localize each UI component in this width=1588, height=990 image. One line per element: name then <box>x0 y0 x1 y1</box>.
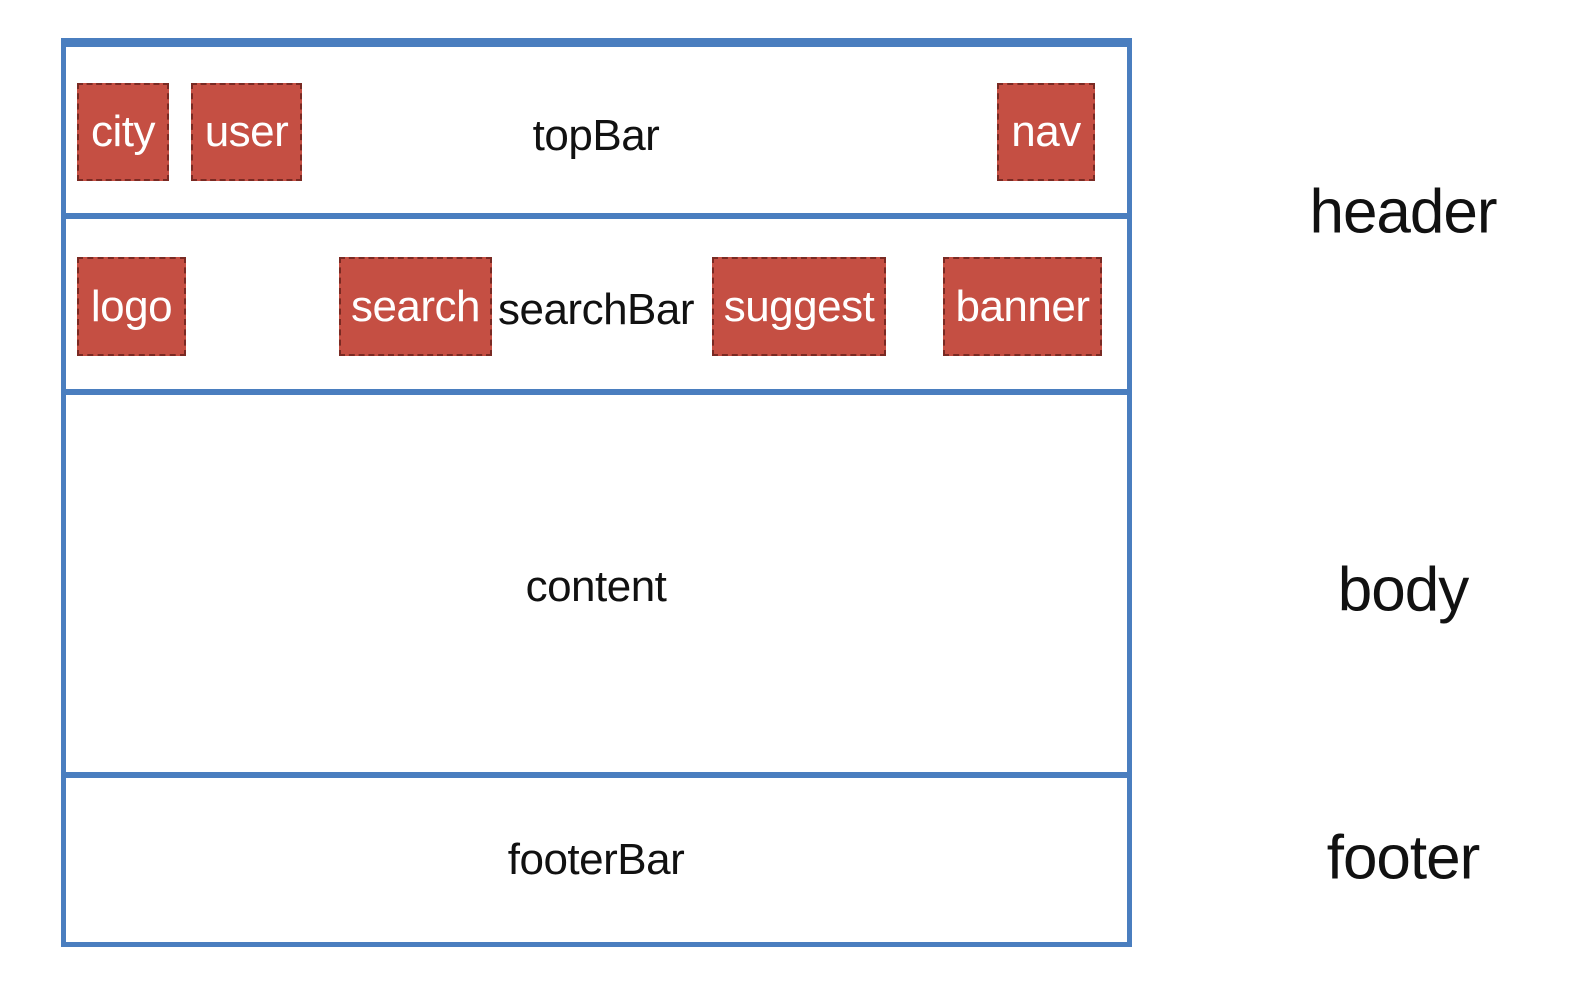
topbar-label: topBar <box>532 111 660 160</box>
layout-frame <box>61 38 1132 947</box>
divider-topbar-searchbar <box>61 213 1132 219</box>
searchbar-label: searchBar <box>497 285 695 334</box>
divider-searchbar-content <box>61 389 1132 395</box>
search-chip: search <box>339 257 492 356</box>
city-chip: city <box>77 83 169 181</box>
content-label: content <box>525 562 667 611</box>
nav-chip: nav <box>997 83 1095 181</box>
header-section-label: header <box>1309 177 1497 247</box>
user-chip: user <box>191 83 302 181</box>
divider-content-footerbar <box>61 772 1132 778</box>
logo-chip: logo <box>77 257 186 356</box>
footer-section-label: footer <box>1326 823 1481 893</box>
body-section-label: body <box>1337 555 1469 625</box>
footerbar-label: footerBar <box>507 835 685 884</box>
suggest-chip: suggest <box>712 257 886 356</box>
banner-chip: banner <box>943 257 1102 356</box>
